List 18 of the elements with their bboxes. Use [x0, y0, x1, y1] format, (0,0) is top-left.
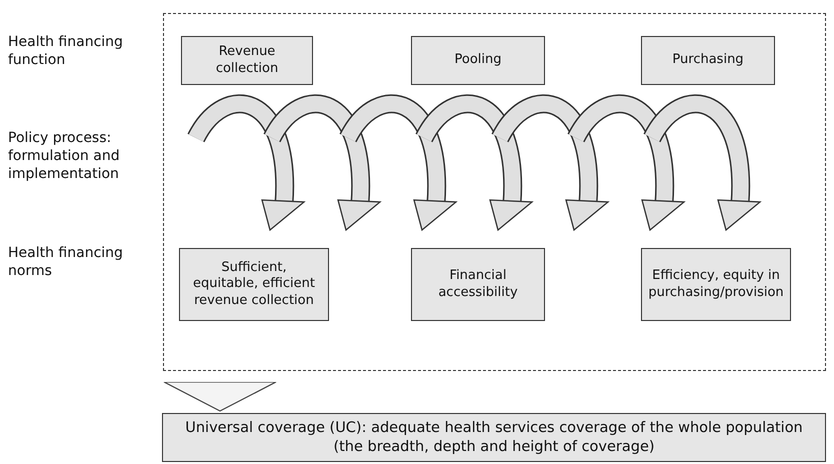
- process-box: [641, 36, 775, 85]
- process-box: [411, 248, 545, 321]
- row-label: Health financing norms: [8, 244, 124, 280]
- row-label: Policy process: formulation and implementation: [8, 129, 121, 184]
- box-text: Financial accessibility: [437, 268, 519, 301]
- box-text: Sufficient, equitable, efficient revenue collection: [192, 260, 316, 309]
- outcome-box: [162, 413, 826, 462]
- process-box: [641, 248, 791, 321]
- process-box: [179, 248, 329, 321]
- box-text: Revenue collection: [214, 44, 280, 77]
- box-text: Purchasing: [672, 52, 744, 69]
- row-label: Health financing function: [8, 33, 124, 70]
- box-text: Pooling: [454, 52, 502, 69]
- box-text: Universal coverage (UC): adequate health services coverage of the whole population (the breadth, depth and height of coverage): [184, 419, 804, 456]
- box-text: Efficiency, equity in purchasing/provision: [648, 268, 784, 301]
- process-box: [411, 36, 545, 85]
- dashed-frame: [163, 13, 826, 371]
- process-box: [181, 36, 313, 85]
